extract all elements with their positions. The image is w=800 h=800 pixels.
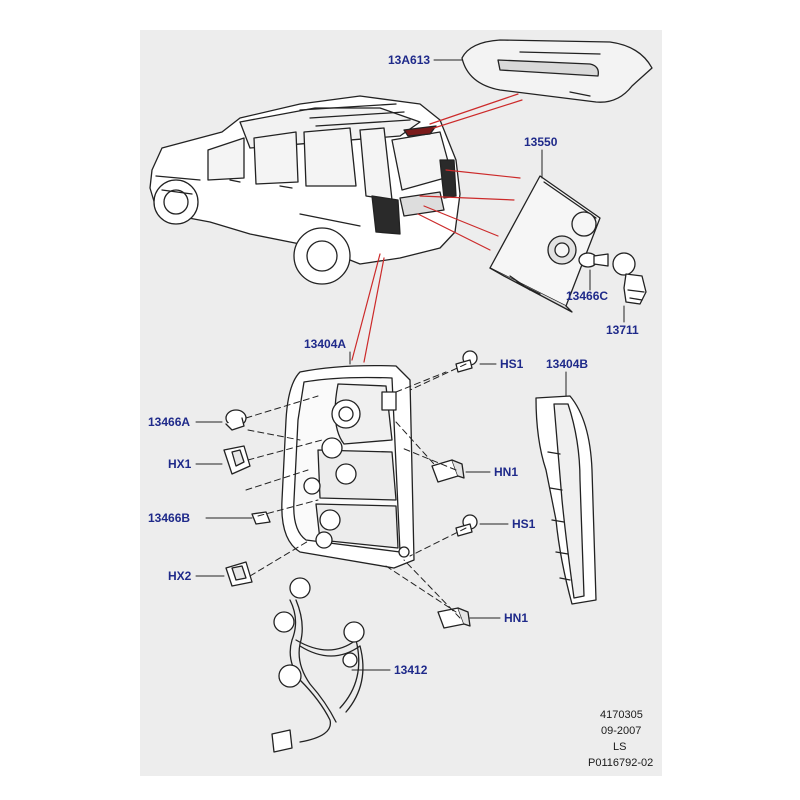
callout-13466c: 13466C [566, 289, 608, 303]
vehicle-illustration [149, 95, 461, 285]
rear-lamp-module [489, 175, 601, 313]
reference-date: 09-2007 [601, 725, 641, 737]
leader-lines [351, 93, 523, 363]
bulb-13466b [251, 511, 271, 525]
high-mount-stop-lamp [461, 39, 653, 103]
callout-13412: 13412 [394, 663, 428, 677]
callout-labels: 13A613 13550 13466C 13711 13404A HS1 134… [148, 53, 639, 677]
tail-lamp-13404b [535, 395, 597, 605]
nut-hn1-mid [431, 459, 465, 483]
callout-hn1-bottom: HN1 [504, 611, 528, 625]
callout-13711: 13711 [606, 323, 639, 337]
callout-13466a: 13466A [148, 415, 190, 429]
screw-hs1-bottom [455, 514, 478, 537]
callout-hx2: HX2 [168, 569, 192, 583]
bulb-holder-13711 [612, 252, 647, 305]
callout-hs1-bottom: HS1 [512, 517, 536, 531]
screw-hs1-top [455, 350, 478, 373]
callout-13a613: 13A613 [388, 53, 430, 67]
callout-13404b: 13404B [546, 357, 588, 371]
callout-13550: 13550 [524, 135, 558, 149]
bulb-13466c [578, 252, 609, 268]
reference-code: LS [613, 741, 626, 753]
bulb-holder-hx1 [223, 445, 251, 475]
bulb-13466a [225, 409, 247, 431]
reference-number: 4170305 [600, 709, 643, 721]
tail-lamp-13404a [281, 364, 415, 569]
callout-hs1-top: HS1 [500, 357, 524, 371]
drawing-reference: 4170305 09-2007 LS P0116792-02 [588, 709, 653, 769]
bulb-holder-hx2 [225, 561, 253, 587]
reference-drawing-id: P0116792-02 [588, 757, 653, 769]
wiring-harness-13412 [271, 577, 365, 753]
callout-13466b: 13466B [148, 511, 190, 525]
assembly-guides [245, 363, 467, 619]
callout-13404a: 13404A [304, 337, 346, 351]
callout-leaders [195, 59, 625, 671]
callout-hn1-mid: HN1 [494, 465, 518, 479]
callout-hx1: HX1 [168, 457, 192, 471]
